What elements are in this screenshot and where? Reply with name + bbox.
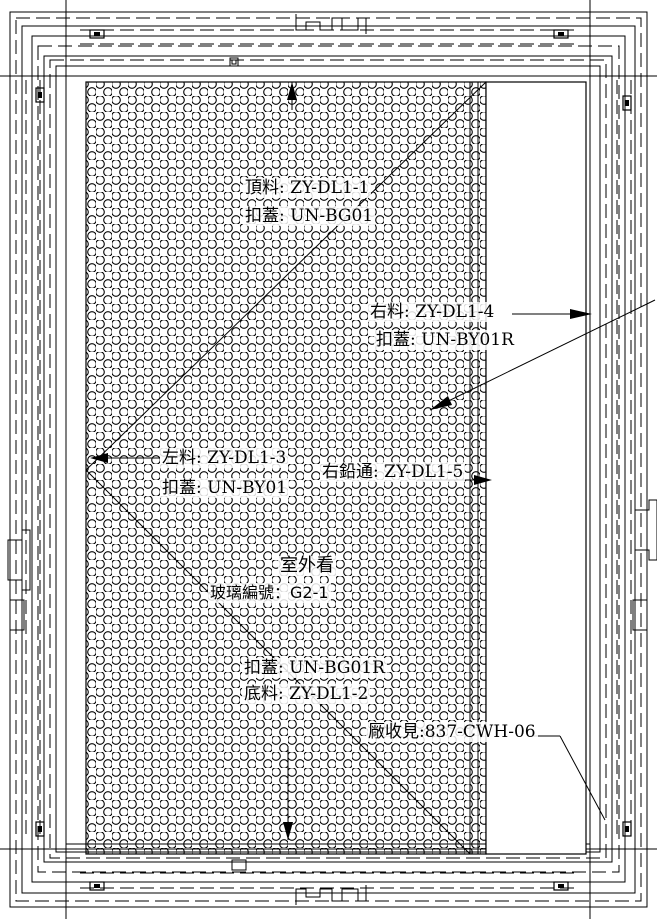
label-left-cap: 扣蓋: UN-BY01 [160, 478, 290, 498]
label-right-material: 右料: ZY-DL1-4 [368, 302, 497, 322]
label-top-material: 頂料: ZY-DL1-1 [243, 178, 372, 198]
hardware-blocks [35, 29, 632, 891]
label-left-material: 左料: ZY-DL1-3 [160, 448, 289, 468]
label-edge-trim: 厰收見:837-CWH-06 [366, 722, 538, 742]
label-glass-number: 玻璃編號：G2-1 [208, 583, 331, 603]
label-right-mullion: 右鉛通: ZY-DL1-5 [320, 462, 466, 482]
label-right-cap: 扣蓋: UN-BY01R [374, 330, 516, 350]
hardware-fill [38, 32, 629, 888]
frame-ticks [7, 14, 657, 905]
arrowheads [90, 82, 592, 840]
label-top-cap: 扣蓋: UN-BG01 [243, 206, 376, 226]
dashed-frame [15, 17, 642, 902]
label-view-note: 室外看 [278, 555, 336, 576]
label-bottom-cap: 扣蓋: UN-BG01R [242, 658, 387, 678]
label-bottom-material: 底料: ZY-DL1-2 [242, 684, 371, 704]
